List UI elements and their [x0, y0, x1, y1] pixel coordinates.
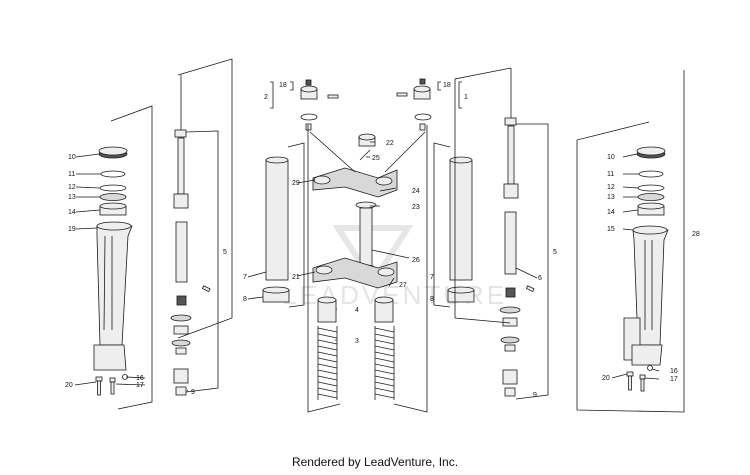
callout-18-left: 18	[279, 82, 287, 89]
callout-4: 4	[355, 307, 359, 314]
callout-11-left: 11	[68, 171, 75, 178]
callout-9-left: 9	[191, 389, 195, 396]
callout-26: 26	[412, 257, 420, 264]
callout-21: 21	[292, 274, 300, 281]
left-damper-rod	[170, 75, 211, 396]
callout-10-right: 10	[607, 154, 615, 161]
callout-12-left: 12	[68, 184, 76, 191]
callout-10-left: 10	[68, 154, 76, 161]
callout-18-right: 18	[443, 82, 451, 89]
left-inner-tube	[262, 156, 290, 303]
callout-8-left: 8	[243, 296, 247, 303]
callout-17-right: 17	[670, 376, 678, 383]
bracket-lines	[110, 58, 685, 413]
callout-6: 6	[538, 275, 542, 282]
right-inner-tube	[447, 156, 475, 303]
upper-triple-clamp	[312, 133, 398, 198]
callout-14-right: 14	[607, 209, 615, 216]
right-damper-rod	[499, 68, 535, 397]
callout-13-left: 13	[68, 194, 76, 201]
left-outer-tube	[93, 221, 133, 371]
callout-17-left: 17	[136, 382, 144, 389]
leader-lines	[74, 141, 660, 392]
callout-16-right: 16	[670, 368, 678, 375]
fork-springs	[317, 296, 395, 400]
callout-25: 25	[372, 155, 380, 162]
callout-8-right: 8	[430, 296, 434, 303]
callout-7-left: 7	[243, 274, 247, 281]
callout-3: 3	[355, 338, 359, 345]
right-bottom-bolts	[626, 365, 653, 392]
lower-triple-clamp	[312, 257, 398, 289]
callout-1: 1	[464, 94, 468, 101]
callout-14-left: 14	[68, 209, 76, 216]
callout-15: 15	[607, 226, 615, 233]
callout-12-right: 12	[607, 184, 615, 191]
center-top-caps	[300, 78, 432, 131]
callout-19: 19	[68, 226, 76, 233]
callout-20-left: 20	[65, 382, 73, 389]
callout-13-right: 13	[607, 194, 615, 201]
footer-credit: Rendered by LeadVenture, Inc.	[291, 455, 459, 469]
callout-11-right: 11	[607, 171, 614, 178]
callout-7-right: 7	[430, 274, 434, 281]
callout-29: 29	[292, 180, 300, 187]
callout-28: 28	[692, 231, 700, 238]
callout-5-right: 5	[553, 249, 557, 256]
callout-27: 27	[399, 282, 407, 289]
callout-9-right: 9	[533, 392, 537, 399]
callout-20-right: 20	[602, 375, 610, 382]
callout-labels: 10 11 12 13 14 19 20 16 17 5 9 7 8 2 18 …	[65, 82, 700, 399]
left-bottom-bolts	[95, 374, 128, 396]
right-seal-stack	[636, 146, 666, 216]
callout-5-left: 5	[223, 249, 227, 256]
callout-2: 2	[264, 94, 268, 101]
left-seal-stack	[98, 146, 128, 216]
right-outer-tube	[623, 225, 669, 366]
callout-22: 22	[386, 140, 394, 147]
callout-23: 23	[412, 204, 420, 211]
callout-24: 24	[412, 188, 420, 195]
callout-16-left: 16	[136, 375, 144, 382]
